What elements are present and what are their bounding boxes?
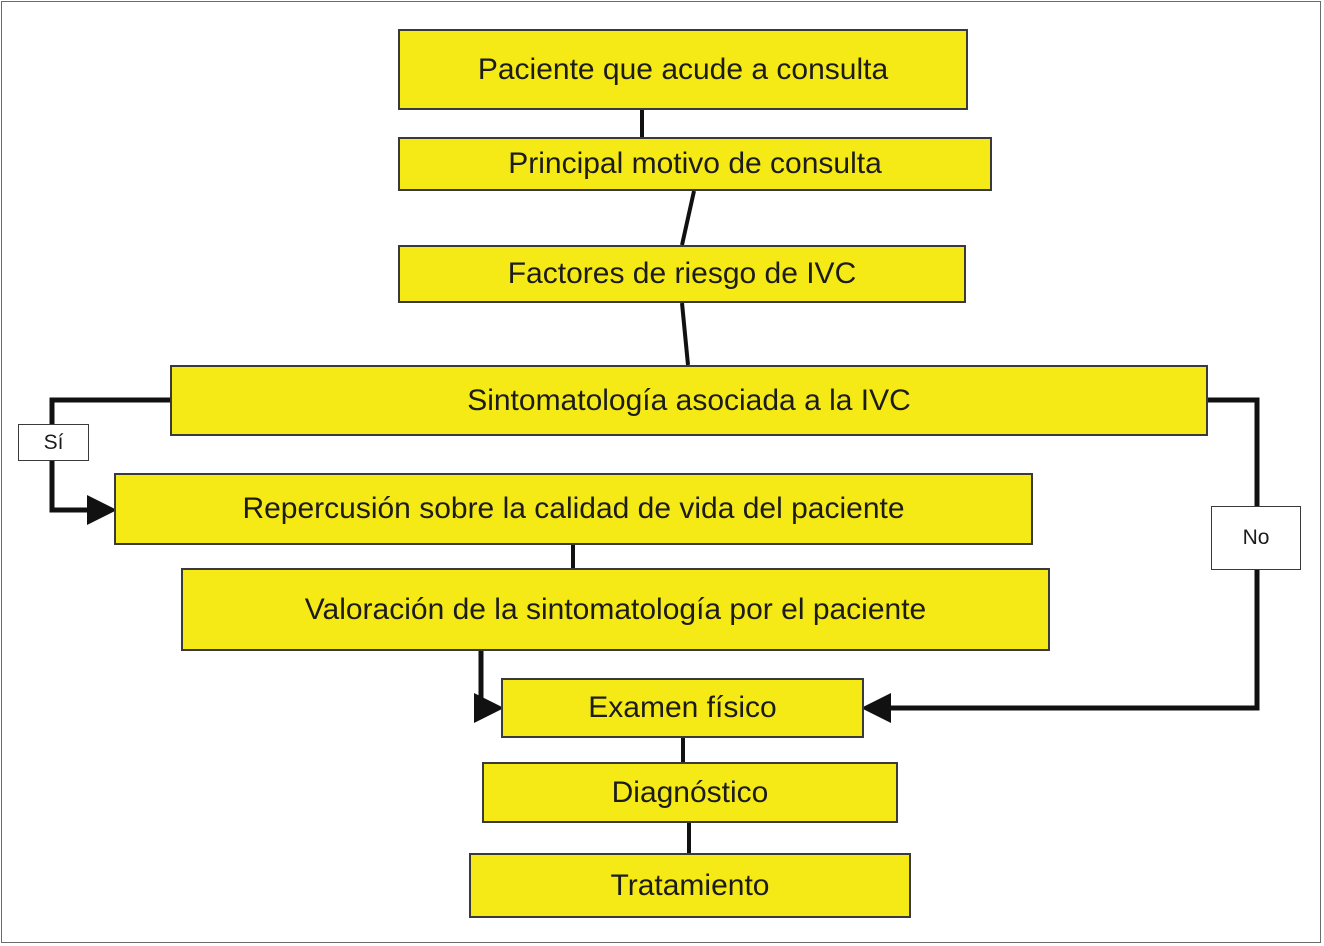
branch-label-si: Sí: [18, 424, 89, 461]
node-paciente: Paciente que acude a consulta: [398, 29, 968, 110]
connector-factores-sintomatologia: [680, 302, 690, 366]
node-diagnostico: Diagnóstico: [482, 762, 898, 823]
node-factores: Factores de riesgo de IVC: [398, 245, 966, 303]
node-examen: Examen físico: [501, 678, 864, 738]
node-tratamiento: Tratamiento: [469, 853, 911, 918]
node-motivo: Principal motivo de consulta: [398, 137, 992, 191]
node-valoracion: Valoración de la sintomatología por el p…: [181, 568, 1050, 651]
connector-valoracion-examen: [474, 651, 504, 723]
node-sintomatologia: Sintomatología asociada a la IVC: [170, 365, 1208, 436]
branch-label-no: No: [1211, 506, 1301, 570]
connector-no-branch: [861, 397, 1260, 723]
node-repercusion: Repercusión sobre la calidad de vida del…: [114, 473, 1033, 545]
connector-motivo-factores: [680, 190, 696, 246]
